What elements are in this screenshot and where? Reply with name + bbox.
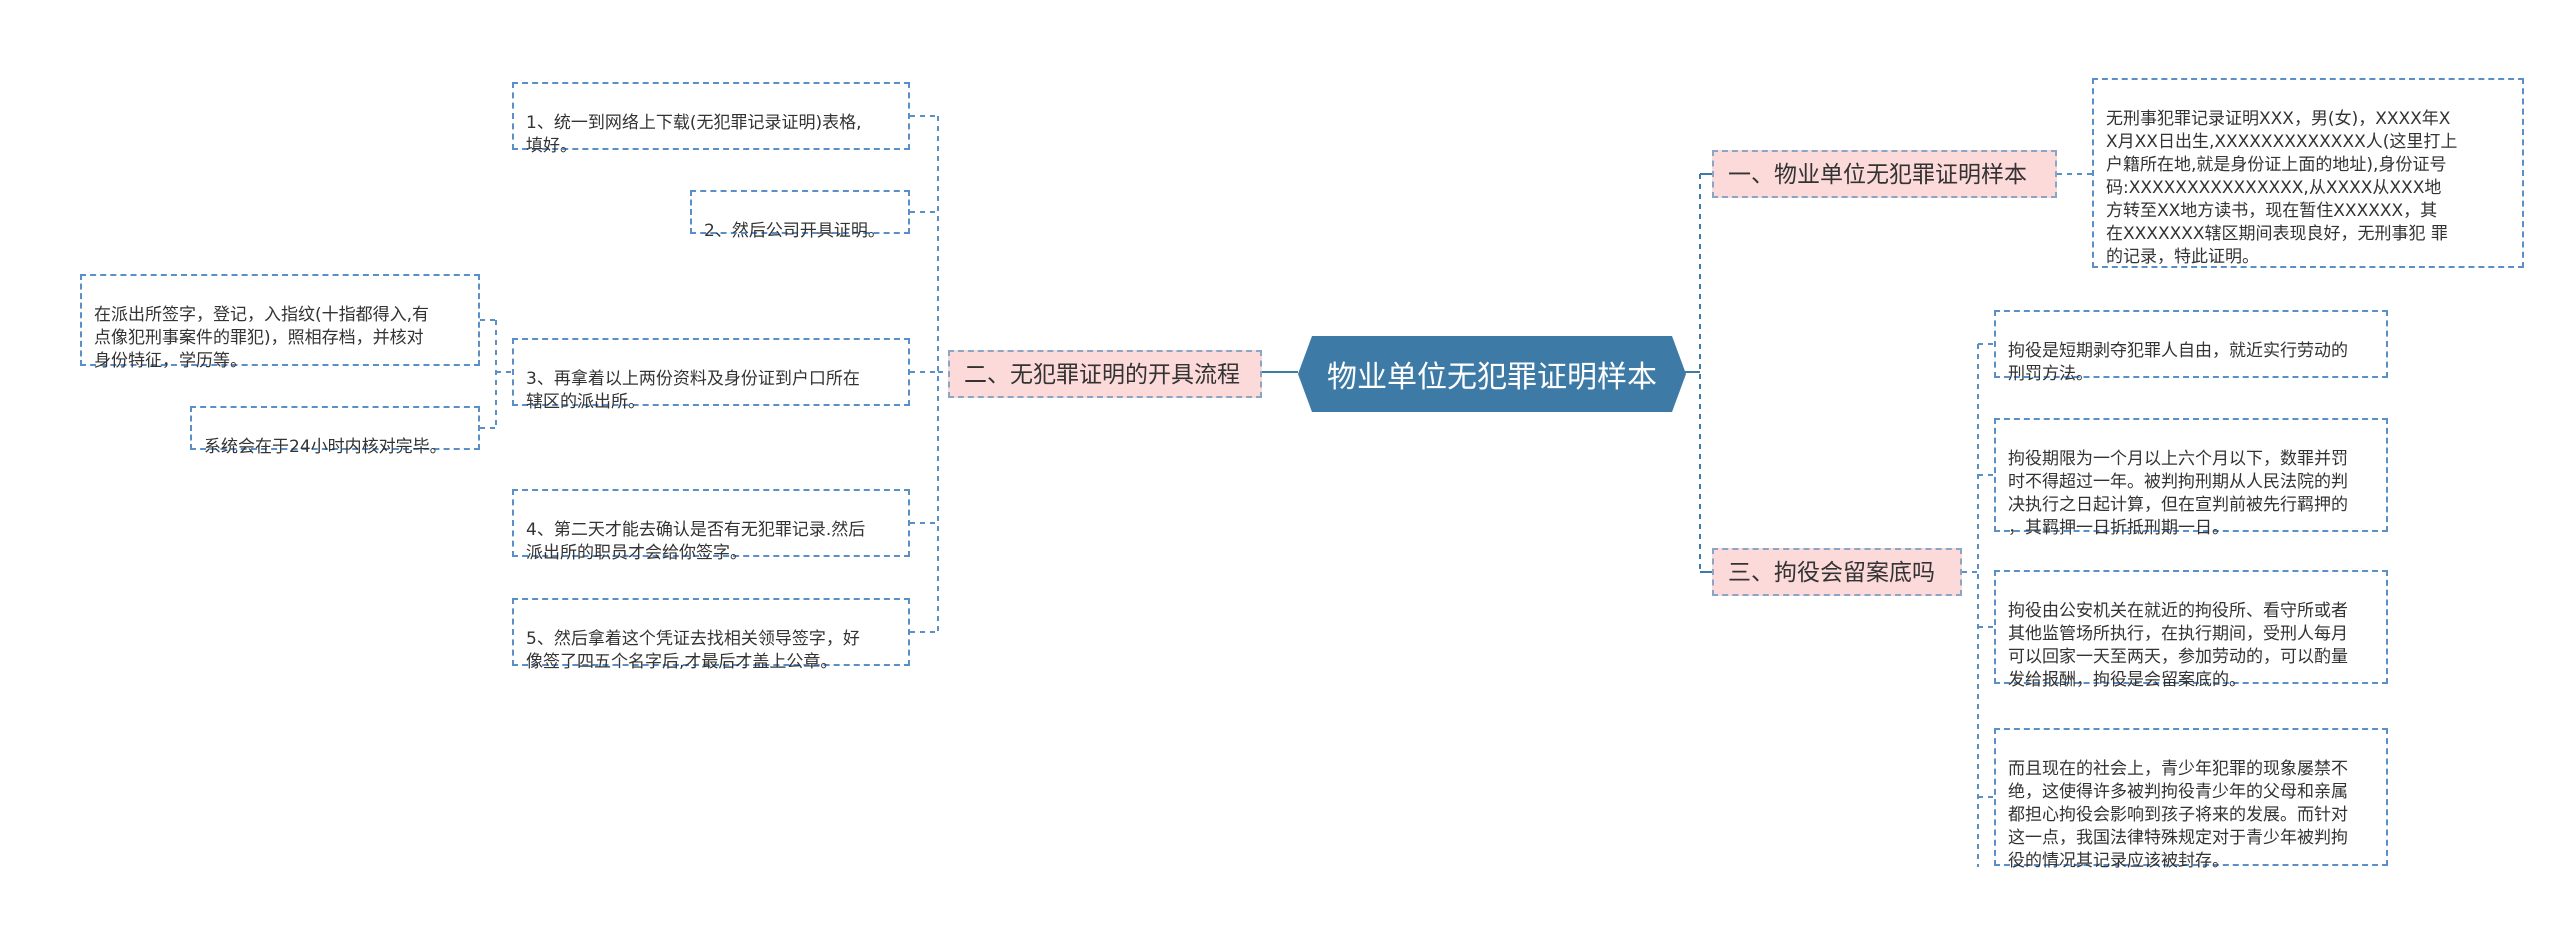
- detention-item-2[interactable]: 拘役期限为一个月以上六个月以下，数罪并罚 时不得超过一年。被判拘刑期从人民法院的…: [1994, 418, 2388, 538]
- branch-sample-label: 一、物业单位无犯罪证明样本: [1728, 162, 2027, 188]
- detention-item-4-text: 而且现在的社会上，青少年犯罪的现象屡禁不 绝，这使得许多被判拘役青少年的父母和亲…: [2008, 759, 2348, 871]
- detention-item-1[interactable]: 拘役是短期剥夺犯罪人自由，就近实行劳动的 刑罚方法。: [1994, 310, 2388, 384]
- detention-item-3-text: 拘役由公安机关在就近的拘役所、看守所或者 其他监管场所执行，在执行期间，受刑人每…: [2008, 601, 2348, 690]
- root-hexagon-shape: [1298, 336, 1686, 412]
- process-step-2[interactable]: 2、然后公司开具证明。: [690, 190, 910, 241]
- root-label: 物业单位无犯罪证明样本: [1327, 360, 1657, 395]
- process-substep-2-text: 系统会在于24小时内核对完毕。: [204, 437, 447, 457]
- process-step-1-text: 1、统一到网络上下载(无犯罪记录证明)表格, 填好。: [526, 113, 862, 156]
- process-step-3-text: 3、再拿着以上两份资料及身份证到户口所在 辖区的派出所。: [526, 369, 860, 412]
- process-step-5-text: 5、然后拿着这个凭证去找相关领导签字，好 像签了四五个名字后,才最后才盖上公章。: [526, 629, 860, 672]
- process-step-4-text: 4、第二天才能去确认是否有无犯罪记录.然后 派出所的职员才会给你签字。: [526, 520, 866, 563]
- process-substep-1[interactable]: 在派出所签字，登记，入指纹(十指都得入,有 点像犯刑事案件的罪犯)，照相存档，并…: [80, 274, 480, 371]
- branch-sample[interactable]: 一、物业单位无犯罪证明样本: [1712, 150, 2057, 198]
- process-step-4[interactable]: 4、第二天才能去确认是否有无犯罪记录.然后 派出所的职员才会给你签字。: [512, 489, 910, 563]
- sample-text-box[interactable]: 无刑事犯罪记录证明XXX，男(女)，XXXX年X X月XX日出生,XXXXXXX…: [2092, 78, 2524, 268]
- branch-process[interactable]: 二、无犯罪证明的开具流程: [948, 350, 1262, 398]
- process-substep-1-text: 在派出所签字，登记，入指纹(十指都得入,有 点像犯刑事案件的罪犯)，照相存档，并…: [94, 305, 430, 371]
- process-step-3[interactable]: 3、再拿着以上两份资料及身份证到户口所在 辖区的派出所。: [512, 338, 910, 412]
- detention-item-2-text: 拘役期限为一个月以上六个月以下，数罪并罚 时不得超过一年。被判拘刑期从人民法院的…: [2008, 449, 2348, 538]
- detention-item-4[interactable]: 而且现在的社会上，青少年犯罪的现象屡禁不 绝，这使得许多被判拘役青少年的父母和亲…: [1994, 728, 2388, 871]
- detention-item-3[interactable]: 拘役由公安机关在就近的拘役所、看守所或者 其他监管场所执行，在执行期间，受刑人每…: [1994, 570, 2388, 690]
- process-step-2-text: 2、然后公司开具证明。: [704, 221, 885, 241]
- branch-process-label: 二、无犯罪证明的开具流程: [964, 362, 1240, 388]
- branch-detention-label: 三、拘役会留案底吗: [1728, 560, 1935, 586]
- process-substep-2[interactable]: 系统会在于24小时内核对完毕。: [190, 406, 480, 457]
- detention-item-1-text: 拘役是短期剥夺犯罪人自由，就近实行劳动的 刑罚方法。: [2008, 341, 2348, 384]
- process-step-5[interactable]: 5、然后拿着这个凭证去找相关领导签字，好 像签了四五个名字后,才最后才盖上公章。: [512, 598, 910, 672]
- sample-text: 无刑事犯罪记录证明XXX，男(女)，XXXX年X X月XX日出生,XXXXXXX…: [2106, 109, 2458, 267]
- process-step-1[interactable]: 1、统一到网络上下载(无犯罪记录证明)表格, 填好。: [512, 82, 910, 156]
- branch-detention[interactable]: 三、拘役会留案底吗: [1712, 548, 1962, 596]
- root-topic[interactable]: 物业单位无犯罪证明样本: [1298, 336, 1686, 412]
